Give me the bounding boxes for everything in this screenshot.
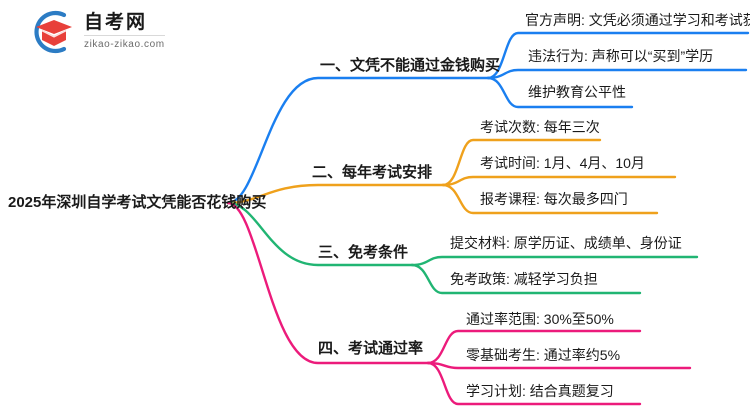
mindmap-branch-2[interactable]: 二、每年考试安排: [312, 164, 433, 181]
mindmap-branch-4[interactable]: 四、考试通过率: [318, 340, 424, 357]
mindmap-root-node[interactable]: 2025年深圳自学考试文凭能否花钱购买: [8, 194, 267, 211]
mindmap-leaf-4-2[interactable]: 零基础考生: 通过率约5%: [466, 347, 621, 363]
mindmap-branch-3[interactable]: 三、免考条件: [318, 244, 409, 261]
mindmap-leaf-1-1[interactable]: 官方声明: 文凭必须通过学习和考试获得: [525, 12, 750, 28]
mindmap-leaf-4-3[interactable]: 学习计划: 结合真题复习: [466, 383, 614, 399]
mindmap-branch-1[interactable]: 一、文凭不能通过金钱购买: [320, 57, 501, 74]
mindmap-leaf-4-1[interactable]: 通过率范围: 30%至50%: [466, 311, 614, 327]
graduation-cap-circle-icon: [28, 6, 80, 58]
mindmap-leaf-2-3[interactable]: 报考课程: 每次最多四门: [480, 191, 628, 207]
mindmap-leaf-3-1[interactable]: 提交材料: 原学历证、成绩单、身份证: [450, 235, 682, 251]
mindmap-leaf-1-2[interactable]: 违法行为: 声称可以“买到”学历: [528, 48, 714, 64]
mindmap-leaf-3-2[interactable]: 免考政策: 减轻学习负担: [450, 271, 598, 287]
logo-subtitle: zikao-zikao.com: [84, 39, 165, 50]
mindmap-leaf-1-3[interactable]: 维护教育公平性: [528, 84, 626, 100]
mindmap-leaf-2-1[interactable]: 考试次数: 每年三次: [480, 119, 600, 135]
logo-title: 自考网: [84, 12, 165, 36]
mindmap-leaf-2-2[interactable]: 考试时间: 1月、4月、10月: [480, 155, 645, 171]
site-logo: 自考网 zikao-zikao.com: [28, 6, 165, 58]
